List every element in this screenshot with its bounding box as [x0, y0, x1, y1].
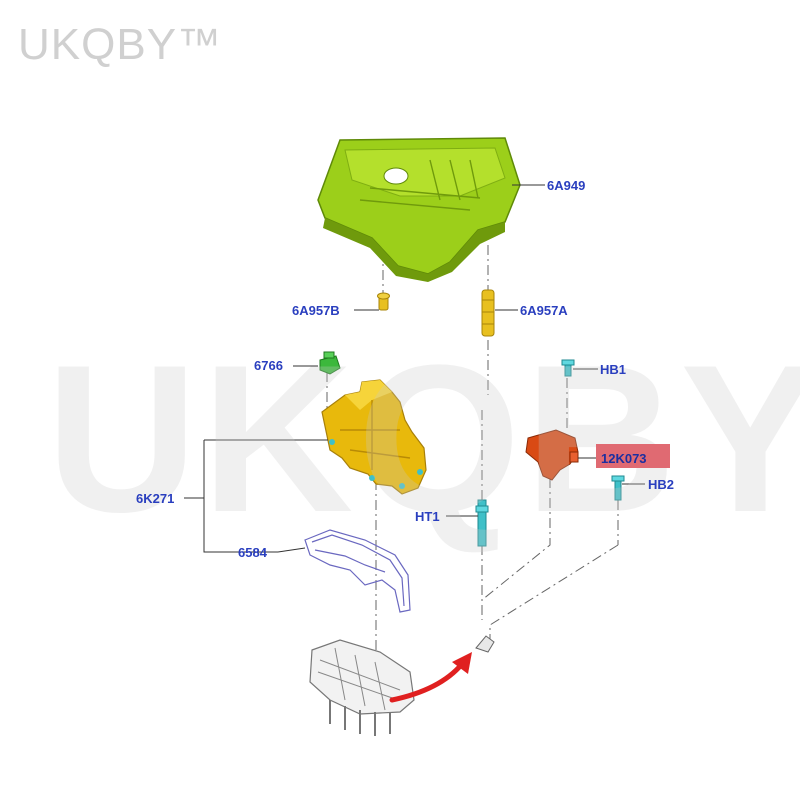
part-label-6766: 6766 — [254, 358, 283, 373]
grommet-6A957A — [482, 290, 494, 336]
part-label-6584: 6584 — [238, 545, 267, 560]
bracket-6K271 — [322, 380, 426, 494]
oil-cap-6766 — [320, 352, 340, 374]
part-label-12K073: 12K073 — [601, 451, 647, 466]
part-label-6A957B: 6A957B — [292, 303, 340, 318]
part-label-HB2: HB2 — [648, 477, 674, 492]
gasket-6584 — [305, 530, 410, 612]
part-label-6A957A: 6A957A — [520, 303, 568, 318]
bolt-HB1 — [562, 360, 574, 376]
engine-cover-6A949 — [318, 138, 520, 282]
cylinder-head — [310, 640, 414, 736]
part-label-HT1: HT1 — [415, 509, 440, 524]
mount-clip — [476, 636, 494, 652]
stud-HT1 — [476, 500, 488, 546]
bolt-HB2 — [612, 476, 624, 500]
part-label-6K271: 6K271 — [136, 491, 174, 506]
part-label-HB1: HB1 — [600, 362, 626, 377]
sensor-12K073 — [526, 430, 578, 480]
grommet-6A957B — [378, 293, 390, 310]
part-label-6A949: 6A949 — [547, 178, 585, 193]
